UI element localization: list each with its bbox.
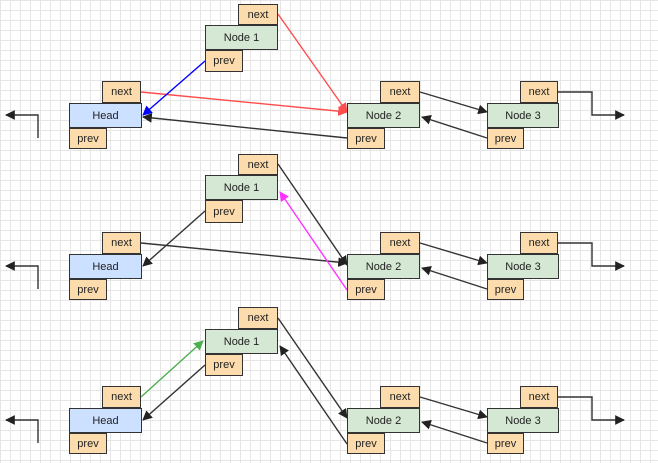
node1-prev-to-head-arrow bbox=[142, 210, 206, 267]
node1-box: Node 1 bbox=[205, 329, 278, 354]
node1-box: Node 1 bbox=[205, 175, 278, 200]
node2-next-to-node3-arrow bbox=[419, 91, 488, 115]
node2-next-to-node3-arrow bbox=[419, 396, 488, 420]
node3-next-null-arrow bbox=[558, 396, 625, 425]
node1-next-to-node2-arrow bbox=[277, 317, 348, 419]
node1-next-pointer: next bbox=[238, 154, 278, 175]
arrows-layer bbox=[5, 13, 625, 445]
node2-box: Node 2 bbox=[347, 254, 420, 279]
node3-next-pointer: next bbox=[520, 81, 558, 103]
node2-prev-to-node1-arrow bbox=[279, 191, 348, 291]
node3-box: Node 3 bbox=[487, 254, 559, 279]
node1-prev-pointer: prev bbox=[205, 50, 243, 72]
node3-prev-pointer: prev bbox=[487, 279, 524, 300]
node1-next-to-node2-arrow bbox=[277, 163, 348, 266]
head-box: Head bbox=[69, 408, 142, 433]
node2-prev-pointer: prev bbox=[347, 433, 385, 454]
head-prev-pointer: prev bbox=[69, 128, 107, 149]
node3-prev-pointer: prev bbox=[487, 433, 524, 454]
node1-next-pointer: next bbox=[238, 307, 278, 329]
node3-box: Node 3 bbox=[487, 408, 559, 433]
node2-box: Node 2 bbox=[347, 103, 420, 128]
node2-prev-pointer: prev bbox=[347, 128, 385, 149]
node2-next-pointer: next bbox=[380, 386, 420, 408]
node1-prev-pointer: prev bbox=[205, 200, 243, 223]
node2-prev-pointer: prev bbox=[347, 279, 385, 300]
node3-next-null-arrow bbox=[558, 242, 625, 271]
node1-prev-to-head-arrow bbox=[142, 364, 206, 421]
node3-prev-to-node2-arrow bbox=[421, 115, 488, 139]
node3-prev-to-node2-arrow bbox=[421, 266, 488, 290]
head-prev-null-arrow bbox=[5, 415, 39, 443]
node2-next-pointer: next bbox=[380, 232, 420, 254]
head-prev-null-arrow bbox=[5, 110, 39, 138]
head-prev-pointer: prev bbox=[69, 279, 107, 300]
node2-prev-to-head-arrow bbox=[142, 113, 348, 139]
node2-next-to-node3-arrow bbox=[419, 242, 488, 266]
head-prev-pointer: prev bbox=[69, 433, 107, 454]
node3-next-null-arrow bbox=[558, 91, 625, 120]
head-next-to-node2-arrow bbox=[140, 91, 348, 117]
node1-next-to-node2-arrow bbox=[277, 13, 348, 113]
head-next-to-node2-arrow bbox=[140, 242, 348, 268]
head-box: Head bbox=[69, 254, 142, 279]
node1-prev-to-head-arrow bbox=[142, 60, 206, 116]
node2-box: Node 2 bbox=[347, 408, 420, 433]
head-next-pointer: next bbox=[102, 232, 141, 254]
node3-prev-pointer: prev bbox=[487, 128, 524, 149]
node2-next-pointer: next bbox=[380, 81, 420, 103]
node3-next-pointer: next bbox=[520, 386, 558, 408]
node2-prev-to-node1-arrow bbox=[279, 345, 348, 445]
node3-next-pointer: next bbox=[520, 232, 558, 254]
node3-prev-to-node2-arrow bbox=[421, 420, 488, 444]
node1-next-pointer: next bbox=[238, 4, 278, 25]
head-prev-null-arrow bbox=[5, 261, 39, 289]
head-next-pointer: next bbox=[102, 386, 141, 408]
head-next-pointer: next bbox=[102, 81, 141, 103]
head-next-to-node1-arrow bbox=[140, 340, 204, 398]
node3-box: Node 3 bbox=[487, 103, 559, 128]
node1-box: Node 1 bbox=[205, 25, 278, 50]
head-box: Head bbox=[69, 103, 142, 128]
node1-prev-pointer: prev bbox=[205, 354, 243, 376]
